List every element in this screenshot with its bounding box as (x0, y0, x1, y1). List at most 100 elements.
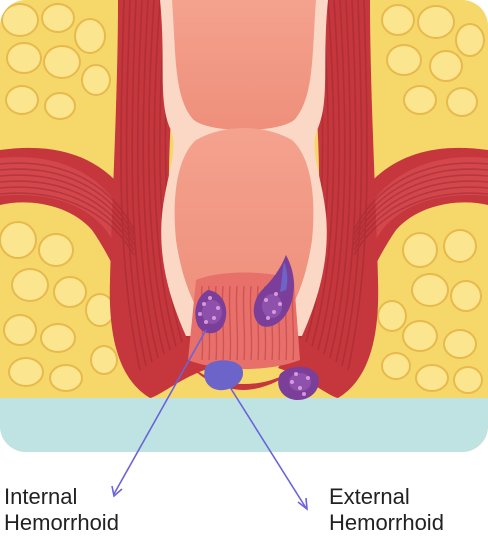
fat-lobule (429, 50, 463, 82)
fat-lobule (455, 23, 485, 57)
fat-lobule (443, 329, 477, 359)
fat-lobule (0, 221, 37, 259)
fat-lobules (0, 3, 485, 394)
muscle-fibre (353, 162, 488, 231)
muscle-fibre (341, 0, 363, 367)
texture-dot (204, 320, 208, 324)
muscle-fibre (305, 0, 329, 343)
texture-dot (216, 306, 220, 310)
rectal-lumen-upper (172, 0, 316, 130)
muscle-fibre (0, 186, 135, 251)
texture-dot (302, 392, 306, 396)
muscle-fibre (353, 186, 488, 251)
fat-lobule (381, 352, 411, 380)
muscle-fibre (353, 174, 488, 241)
muscle-fibre (353, 180, 488, 246)
fat-lobule (38, 233, 74, 267)
internal-label-line2: Hemorrhoid (4, 510, 119, 535)
pointer-lines (111, 329, 308, 511)
muscle-fibre (353, 192, 488, 256)
muscle-fibre (329, 0, 352, 359)
pointer-external (227, 383, 307, 509)
fat-lobule (381, 4, 415, 36)
external-label-line2: Hemorrhoid (329, 510, 444, 535)
fat-lobule (1, 3, 39, 37)
anal-column (235, 285, 239, 361)
fat-lobule (415, 364, 449, 392)
texture-dot (202, 302, 206, 306)
muscle-fibre (353, 168, 488, 236)
external-hemorrhoid (204, 360, 319, 400)
internal-label-line1: Internal (4, 484, 78, 509)
muscle-fibre (0, 192, 135, 256)
fat-lobule (417, 5, 455, 39)
internal-hemorrhoid-label: Internal Hemorrhoid (4, 484, 119, 536)
fat-lobule (74, 18, 106, 54)
muscle-fibre (317, 0, 341, 351)
skin-surface (0, 398, 488, 452)
fat-lobule (85, 293, 115, 327)
fat-lobule (386, 44, 422, 76)
texture-dot (212, 316, 216, 320)
fat-lobule (8, 357, 44, 387)
texture-dot (266, 316, 270, 320)
muscle-fibre (347, 0, 368, 371)
muscle-fibre (0, 174, 135, 241)
texture-dot (298, 386, 302, 390)
anal-column (228, 285, 232, 361)
external-hemorrhoid-label: External Hemorrhoid (329, 484, 444, 536)
fat-lobule (450, 280, 482, 312)
texture-dot (274, 292, 278, 296)
muscle-fibre (159, 0, 183, 343)
muscle-fibre (125, 0, 147, 367)
fat-lobule (81, 64, 111, 96)
fat-lobule (403, 85, 437, 115)
texture-dot (264, 298, 268, 302)
texture-dot (278, 302, 282, 306)
anal-column (242, 285, 246, 361)
fat-lobule (49, 364, 83, 392)
fat-lobule (443, 229, 477, 263)
muscle-fibre (136, 0, 159, 359)
pointer-internal-arrowhead (111, 485, 123, 498)
illustration-panel (0, 0, 488, 452)
texture-dot (294, 372, 298, 376)
anal-column (249, 285, 253, 361)
muscle-fibre (120, 0, 141, 371)
fat-lobule (90, 345, 118, 375)
muscle-fibre (0, 168, 135, 236)
fat-lobule (402, 320, 438, 352)
fat-lobule (44, 92, 76, 120)
texture-dot (306, 376, 310, 380)
muscle-fibre (335, 0, 357, 363)
texture-dot (198, 312, 202, 316)
fat-lobule (40, 323, 76, 353)
muscle-fibre (323, 0, 346, 355)
fat-lobule (5, 85, 39, 115)
muscle-fibre (0, 180, 135, 246)
muscle-fibres (0, 0, 488, 371)
texture-dot (208, 296, 212, 300)
pointer-internal (113, 329, 207, 495)
muscle-fibre (153, 0, 177, 347)
fat-lobule (43, 45, 81, 79)
texture-dot (290, 380, 294, 384)
muscle-fibre (131, 0, 153, 363)
fat-lobule (446, 87, 478, 117)
muscle-fibre (142, 0, 165, 355)
fat-lobule (411, 273, 449, 307)
fat-lobule (53, 276, 87, 308)
fat-lobule (402, 232, 438, 268)
fat-lobule (3, 314, 37, 346)
hemorrhoid-texture (198, 292, 310, 396)
fat-lobule (11, 268, 49, 302)
external-label-line1: External (329, 484, 410, 509)
texture-dot (272, 310, 276, 314)
muscle-fibre (147, 0, 171, 351)
pointer-external-arrowhead (297, 497, 308, 511)
fat-lobule (377, 300, 407, 332)
fat-lobule (453, 366, 483, 394)
fat-lobule (6, 42, 42, 74)
fat-lobule (41, 3, 75, 33)
